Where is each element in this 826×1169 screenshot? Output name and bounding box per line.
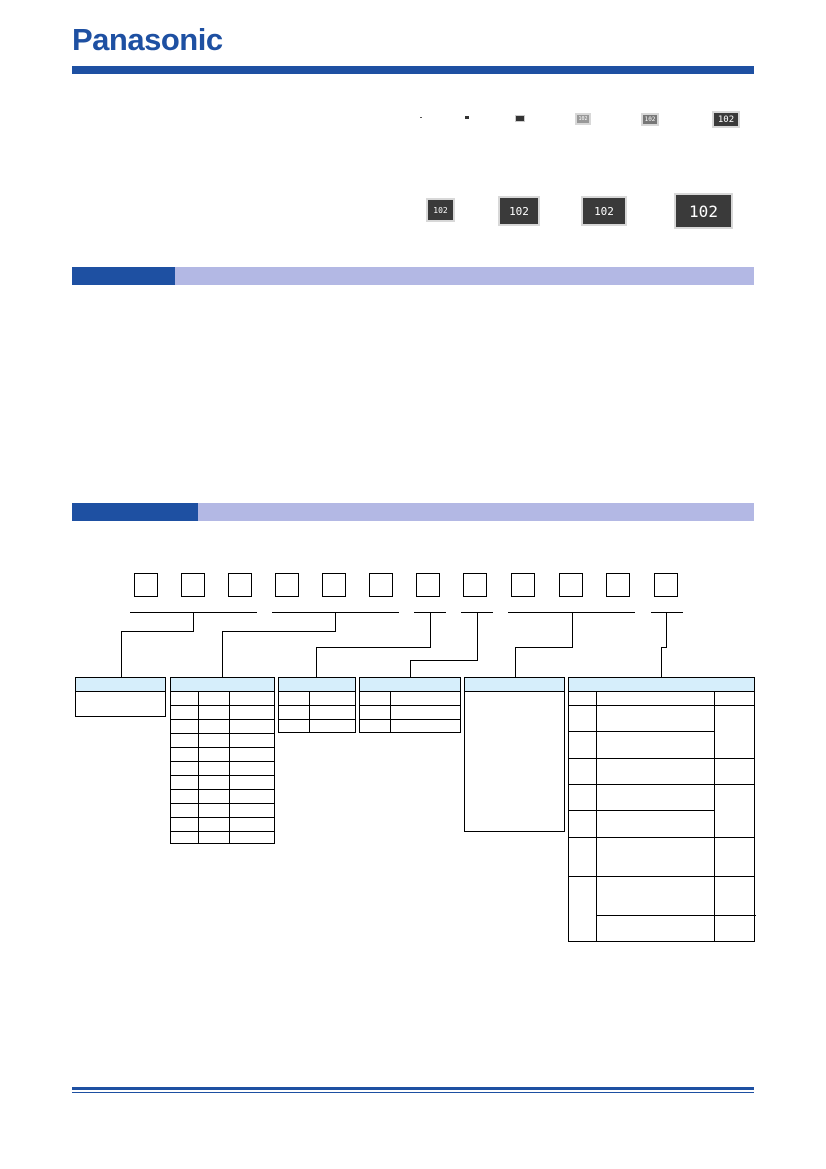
table-row bbox=[596, 915, 756, 916]
table-product-code bbox=[75, 677, 166, 717]
table-row bbox=[360, 719, 460, 720]
part-number-box-6 bbox=[369, 573, 393, 597]
chip-image-0402 bbox=[516, 116, 524, 121]
section-bar-features bbox=[72, 267, 754, 285]
connector bbox=[572, 612, 573, 648]
table-row bbox=[569, 731, 714, 732]
table-row bbox=[171, 803, 274, 804]
table-row bbox=[569, 876, 754, 877]
connector bbox=[661, 647, 667, 648]
connector bbox=[515, 647, 516, 678]
part-number-box-11 bbox=[606, 573, 630, 597]
table-row bbox=[569, 784, 754, 785]
connector bbox=[410, 660, 478, 661]
table-resistance-value bbox=[464, 677, 565, 832]
table-col-line bbox=[309, 691, 310, 732]
table-packaging bbox=[568, 677, 756, 942]
connector bbox=[316, 647, 431, 648]
connector bbox=[335, 612, 336, 632]
brand-logo: Panasonic bbox=[72, 22, 223, 57]
table-header bbox=[279, 678, 355, 692]
connector bbox=[666, 612, 667, 648]
chip-image-2512: 102 bbox=[583, 198, 625, 224]
table-col-line bbox=[229, 691, 230, 843]
table-tcr bbox=[278, 677, 356, 733]
footer-rule-thin bbox=[72, 1092, 754, 1093]
table-header bbox=[569, 678, 754, 692]
footer-rule-thick bbox=[72, 1087, 754, 1090]
chip-image-1210: 102 bbox=[428, 200, 453, 220]
chip-image-01005 bbox=[420, 117, 422, 118]
part-number-box-1 bbox=[134, 573, 158, 597]
table-row bbox=[279, 719, 355, 720]
table-row bbox=[171, 817, 274, 818]
part-number-box-8 bbox=[463, 573, 487, 597]
table-row bbox=[171, 747, 274, 748]
chip-image-0805: 102 bbox=[643, 115, 657, 124]
table-row bbox=[569, 810, 714, 811]
section-bar-part-number bbox=[72, 503, 754, 521]
group-underline-5 bbox=[508, 612, 635, 613]
table-row bbox=[171, 719, 274, 720]
chip-image-0603: 102 bbox=[577, 115, 589, 123]
connector bbox=[222, 631, 336, 632]
part-number-box-3 bbox=[228, 573, 252, 597]
chip-mark: 102 bbox=[689, 201, 718, 221]
chip-mark: 102 bbox=[644, 116, 656, 123]
header-rule bbox=[72, 66, 754, 74]
part-number-box-12 bbox=[654, 573, 678, 597]
table-row bbox=[279, 705, 355, 706]
connector bbox=[477, 612, 478, 661]
table-header bbox=[76, 678, 165, 692]
group-underline-6 bbox=[651, 612, 683, 613]
table-row bbox=[569, 758, 754, 759]
table-row bbox=[171, 775, 274, 776]
chip-image-1206: 102 bbox=[714, 113, 738, 126]
table-size bbox=[170, 677, 275, 844]
connector bbox=[661, 647, 662, 678]
part-number-box-4 bbox=[275, 573, 299, 597]
section-bar-tab bbox=[72, 503, 198, 521]
table-row bbox=[171, 705, 274, 706]
connector bbox=[121, 631, 194, 632]
table-col-line bbox=[596, 691, 597, 941]
table-header bbox=[171, 678, 274, 692]
part-number-box-9 bbox=[511, 573, 535, 597]
table-row bbox=[171, 831, 274, 832]
chip-mark: 102 bbox=[594, 204, 614, 218]
chip-mark: 102 bbox=[717, 114, 735, 125]
connector bbox=[410, 660, 411, 678]
table-tolerance bbox=[359, 677, 461, 733]
table-col-line bbox=[714, 691, 715, 941]
table-row bbox=[171, 761, 274, 762]
table-row bbox=[360, 705, 460, 706]
chip-image-0201 bbox=[465, 116, 469, 119]
table-header bbox=[360, 678, 460, 692]
table-row bbox=[569, 705, 754, 706]
chip-image-large: 102 bbox=[676, 195, 731, 227]
connector bbox=[193, 612, 194, 632]
connector bbox=[515, 647, 573, 648]
part-number-box-10 bbox=[559, 573, 583, 597]
connector bbox=[430, 612, 431, 648]
chip-image-2010: 102 bbox=[500, 198, 538, 224]
chip-mark: 102 bbox=[433, 205, 448, 215]
part-number-box-5 bbox=[322, 573, 346, 597]
table-row bbox=[171, 733, 274, 734]
part-number-box-7 bbox=[416, 573, 440, 597]
connector bbox=[316, 647, 317, 678]
chip-mark: 102 bbox=[578, 116, 588, 122]
chip-mark: 102 bbox=[509, 204, 529, 218]
table-col-line bbox=[390, 691, 391, 732]
part-number-box-2 bbox=[181, 573, 205, 597]
table-header bbox=[465, 678, 564, 692]
table-row bbox=[171, 789, 274, 790]
connector bbox=[121, 631, 122, 678]
connector bbox=[222, 631, 223, 678]
section-bar-tab bbox=[72, 267, 175, 285]
table-col-line bbox=[198, 691, 199, 843]
table-row bbox=[569, 837, 754, 838]
